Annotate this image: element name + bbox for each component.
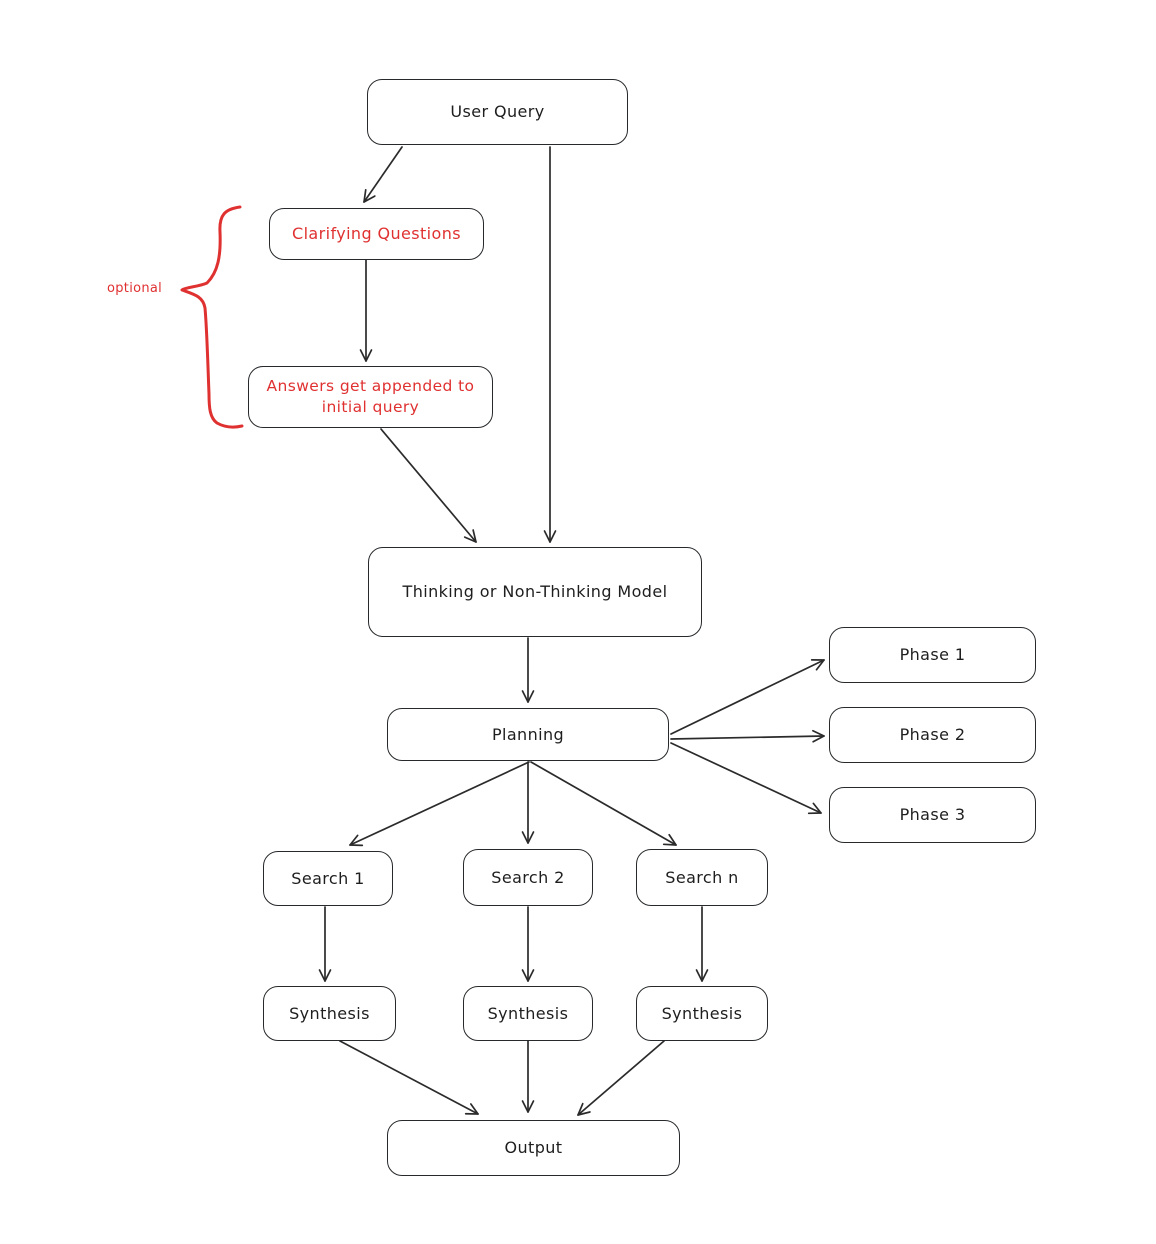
optional-annotation-label: optional — [107, 281, 162, 296]
edge-synthesis-n-to-output — [577, 1040, 665, 1116]
node-thinking-model-label: Thinking or Non-Thinking Model — [402, 582, 668, 602]
node-output-label: Output — [504, 1138, 563, 1158]
node-phase-3-label: Phase 3 — [899, 805, 966, 825]
edge-user-query-to-clarifying — [363, 146, 403, 203]
node-user-query: User Query — [367, 79, 628, 145]
optional-brace — [180, 205, 244, 429]
node-search-2-label: Search 2 — [491, 867, 565, 887]
node-synthesis-1-label: Synthesis — [289, 1003, 370, 1023]
node-synthesis-2: Synthesis — [463, 986, 593, 1041]
node-phase-2: Phase 2 — [829, 707, 1036, 763]
edge-planning-to-phase-1 — [670, 658, 825, 735]
node-search-1-label: Search 1 — [291, 868, 365, 888]
node-synthesis-2-label: Synthesis — [487, 1003, 569, 1023]
edge-planning-to-phase-3 — [670, 742, 822, 815]
node-search-n-label: Search n — [665, 867, 739, 887]
node-answers-appended: Answers get appended to initial query — [248, 366, 493, 428]
node-planning-label: Planning — [491, 724, 565, 744]
optional-annotation-text: optional — [107, 281, 163, 296]
node-search-n: Search n — [636, 849, 768, 906]
edge-answers-to-model — [380, 428, 477, 543]
node-phase-1-label: Phase 1 — [899, 645, 966, 665]
node-search-2: Search 2 — [463, 849, 593, 906]
edge-planning-to-search-n — [530, 761, 677, 846]
node-output: Output — [387, 1120, 680, 1176]
node-answers-appended-label: Answers get appended to initial query — [266, 377, 475, 416]
node-phase-3: Phase 3 — [829, 787, 1036, 843]
edge-planning-to-search-1 — [349, 761, 530, 847]
edge-synthesis-1-to-output — [339, 1040, 479, 1115]
node-user-query-label: User Query — [450, 102, 545, 122]
node-phase-2-label: Phase 2 — [899, 725, 966, 745]
node-synthesis-1: Synthesis — [263, 986, 396, 1041]
node-planning: Planning — [387, 708, 669, 761]
edge-planning-to-phase-2 — [670, 729, 825, 743]
node-phase-1: Phase 1 — [829, 627, 1036, 683]
node-search-1: Search 1 — [263, 851, 393, 906]
node-synthesis-n-label: Synthesis — [661, 1003, 743, 1023]
node-thinking-model: Thinking or Non-Thinking Model — [368, 547, 702, 637]
node-clarifying-questions-label: Clarifying Questions — [292, 224, 461, 244]
node-clarifying-questions: Clarifying Questions — [269, 208, 484, 260]
node-synthesis-n: Synthesis — [636, 986, 768, 1041]
